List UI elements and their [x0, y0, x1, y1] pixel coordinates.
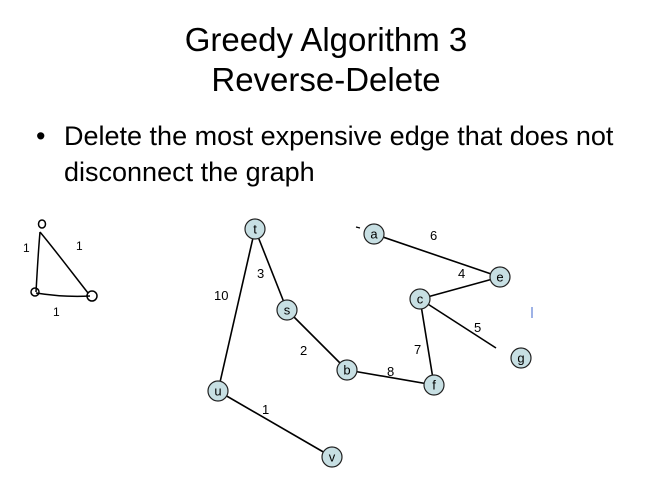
node-label-f: f [432, 378, 436, 393]
node-label-a: a [370, 227, 378, 242]
bullet-item: • Delete the most expensive edge that do… [36, 118, 636, 190]
edge-a-e [373, 233, 501, 278]
edge-line-t-u [217, 228, 256, 392]
edge-c-g [419, 298, 497, 349]
edge-t-u [217, 228, 256, 392]
edge-weight-c-f: 7 [414, 342, 421, 357]
edge-weight-s-b: 2 [300, 343, 307, 358]
edge-weight-u-v: 1 [262, 402, 269, 417]
node-f: f [423, 374, 445, 396]
bullet-text: Delete the most expensive edge that does… [64, 121, 614, 187]
sketch-edge-left [35, 231, 41, 293]
node-e: e [489, 266, 511, 288]
sketch-edge-right [39, 231, 89, 294]
hand-sketch: 1 1 1 [23, 219, 98, 319]
node-circle-u [207, 380, 229, 402]
edge-weight-c-g: 5 [474, 320, 481, 335]
sketch-label-2: 1 [53, 305, 60, 319]
node-label-g: g [517, 351, 524, 366]
node-b: b [336, 359, 358, 381]
edge-s-b [286, 309, 348, 371]
sketch-node-left [30, 287, 40, 297]
node-label-u: u [214, 384, 221, 399]
edge-weight-t-u: 10 [214, 288, 228, 303]
node-t: t [244, 218, 266, 240]
node-circle-g [510, 347, 532, 369]
bullet-dot-icon: • [36, 121, 46, 151]
node-circle-e [489, 266, 511, 288]
sketch-node-right [86, 290, 98, 302]
edge-u-v [217, 390, 333, 458]
edge-t-s [254, 228, 288, 311]
node-label-b: b [343, 363, 350, 378]
node-circle-c [409, 288, 431, 310]
node-v: v [321, 446, 343, 468]
slide-title: Greedy Algorithm 3 Reverse-Delete [0, 20, 652, 100]
stray-mark [355, 226, 361, 229]
edge-line-c-e [419, 276, 501, 300]
bullet-list: • Delete the most expensive edge that do… [36, 118, 636, 190]
node-circle-s [276, 299, 298, 321]
edge-b-f [346, 369, 435, 386]
edge-c-e [419, 276, 501, 300]
edge-weight-a-e: 6 [430, 228, 437, 243]
sketch-node-top [37, 219, 47, 229]
edge-line-t-s [254, 228, 288, 311]
node-c: c [409, 288, 431, 310]
sketch-edge-bottom [35, 292, 91, 298]
node-label-v: v [329, 450, 336, 465]
edge-weight-c-e: 4 [458, 266, 465, 281]
edge-weight-b-f: 8 [387, 364, 394, 379]
node-circle-b [336, 359, 358, 381]
title-line-1: Greedy Algorithm 3 [184, 21, 468, 58]
node-a: a [363, 223, 385, 245]
edge-line-s-b [286, 309, 348, 371]
node-label-c: c [417, 292, 424, 307]
node-label-t: t [253, 222, 257, 237]
node-label-s: s [284, 303, 291, 318]
edge-line-c-g [419, 298, 497, 349]
edge-weight-t-s: 3 [257, 266, 264, 281]
node-u: u [207, 380, 229, 402]
node-circle-a [363, 223, 385, 245]
node-circle-v [321, 446, 343, 468]
node-g: g [510, 347, 532, 369]
edge-c-f [419, 298, 435, 386]
title-line-2: Reverse-Delete [211, 61, 441, 98]
edge-line-b-f [346, 369, 435, 386]
edge-line-c-f [419, 298, 435, 386]
node-circle-f [423, 374, 445, 396]
sketch-label-0: 1 [23, 241, 30, 255]
edge-line-a-e [373, 233, 501, 278]
node-circle-t [244, 218, 266, 240]
node-label-e: e [496, 270, 503, 285]
node-s: s [276, 299, 298, 321]
sketch-label-1: 1 [76, 239, 83, 253]
edge-line-u-v [217, 390, 333, 458]
